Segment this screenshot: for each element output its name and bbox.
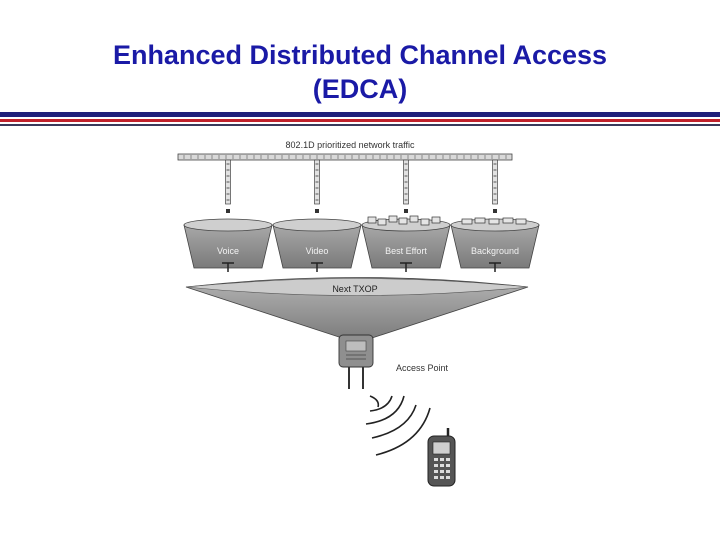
queue-bucket-video: Video (273, 219, 361, 272)
traffic-pipe (178, 154, 512, 160)
access-point: Access Point (339, 335, 449, 389)
access-point-label: Access Point (396, 363, 449, 373)
queue-label-video: Video (306, 246, 329, 256)
queue-bucket-background: Background (451, 218, 539, 272)
wireless-signal-icon (366, 396, 430, 455)
mobile-phone-icon (428, 428, 455, 486)
queue-bucket-best-effort: Best Effort (362, 216, 450, 272)
traffic-label: 802.1D prioritized network traffic (286, 140, 415, 150)
txop-funnel: Next TXOP (186, 278, 528, 339)
queue-label-background: Background (471, 246, 519, 256)
queue-label-best-effort: Best Effort (385, 246, 427, 256)
queue-label-voice: Voice (217, 246, 239, 256)
drop-pipes (226, 160, 498, 213)
txop-label: Next TXOP (332, 284, 377, 294)
queue-bucket-voice: Voice (184, 219, 272, 272)
